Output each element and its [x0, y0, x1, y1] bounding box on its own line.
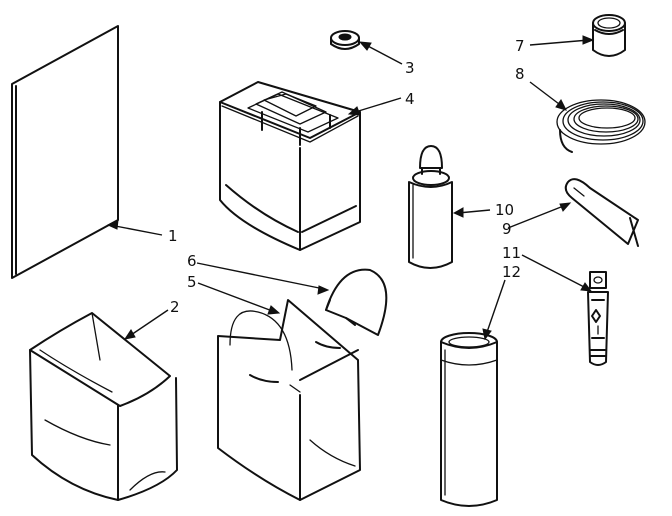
part-1-sheet [11, 25, 119, 279]
callout-9: 9 [502, 220, 512, 238]
part-6-shield [325, 268, 388, 336]
callout-6: 6 [187, 252, 197, 270]
callout-4: 4 [405, 90, 415, 108]
callout-11: 11 [502, 244, 521, 262]
callout-12: 12 [502, 263, 521, 281]
part-8-tubing [556, 99, 646, 153]
part-11-bottle [587, 271, 609, 366]
callout-3: 3 [405, 59, 415, 77]
part-7-tin [592, 14, 626, 57]
part-4-container [219, 81, 361, 251]
part-10-spray-can [408, 145, 453, 269]
callout-2: 2 [170, 298, 180, 316]
callout-1: 1 [168, 227, 178, 245]
part-9-tube [564, 178, 639, 247]
callout-labels: 1 2 3 4 5 6 7 8 9 10 11 12 [168, 37, 525, 316]
part-2-bag [29, 312, 178, 501]
leader-lines [106, 35, 595, 341]
part-5-frame [217, 299, 361, 501]
part-12-aerosol-can [440, 332, 498, 507]
callout-7: 7 [515, 37, 525, 55]
callout-5: 5 [187, 273, 197, 291]
callout-10: 10 [495, 201, 514, 219]
part-3-cap [330, 30, 360, 50]
callout-8: 8 [515, 65, 525, 83]
